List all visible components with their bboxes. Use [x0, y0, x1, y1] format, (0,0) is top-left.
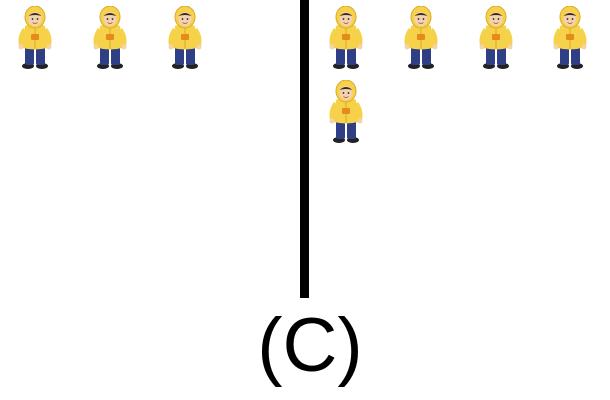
child-in-yellow-raincoat-icon	[326, 6, 366, 70]
child-in-yellow-raincoat-icon	[401, 6, 441, 70]
child-in-yellow-raincoat-icon	[476, 6, 516, 70]
child-in-yellow-raincoat-icon	[550, 6, 590, 70]
child-in-yellow-raincoat-icon	[165, 6, 205, 70]
child-in-yellow-raincoat-icon	[326, 80, 366, 144]
child-in-yellow-raincoat-icon	[90, 6, 130, 70]
child-in-yellow-raincoat-icon	[15, 6, 55, 70]
option-label: (C)	[257, 303, 363, 388]
vertical-divider	[300, 0, 309, 298]
